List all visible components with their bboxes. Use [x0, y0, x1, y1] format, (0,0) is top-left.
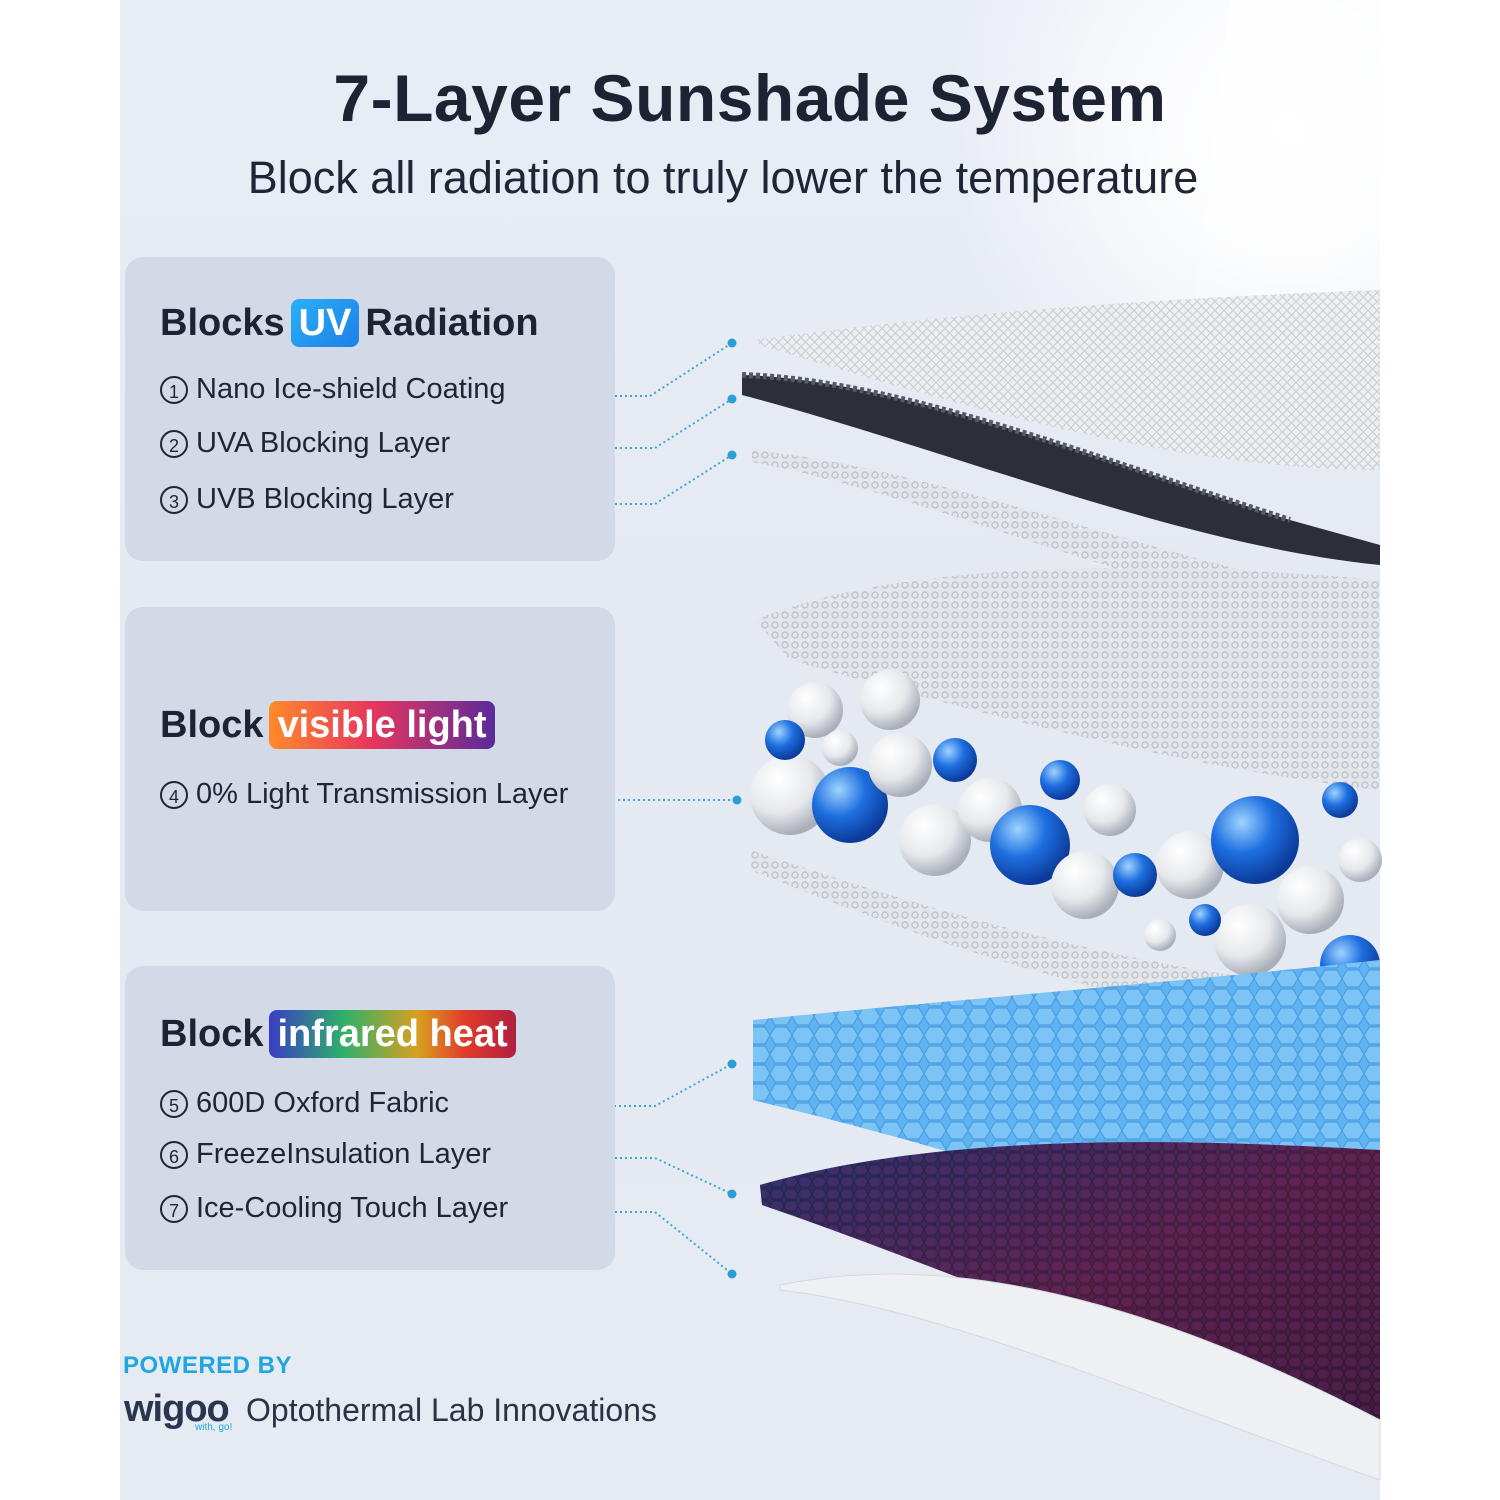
visible-light-chip: visible light — [269, 701, 495, 749]
layer-4-top-mesh — [755, 568, 1380, 790]
layer-1-nano-coating — [755, 290, 1380, 470]
item-label: UVB Blocking Layer — [196, 483, 454, 515]
item-label: UVA Blocking Layer — [196, 427, 451, 459]
item-label: Nano Ice-shield Coating — [196, 373, 506, 405]
number-badge: 2 — [160, 429, 188, 458]
panel-uv-radiation: Blocks UV Radiation 1 Nano Ice-shield Co… — [125, 257, 615, 561]
heading-prefix: Blocks — [160, 301, 285, 344]
list-item: 7 Ice-Cooling Touch Layer — [160, 1192, 508, 1225]
list-item: 2 UVA Blocking Layer — [160, 427, 450, 460]
powered-by-label: POWERED BY — [123, 1352, 293, 1379]
panel-uv-heading: Blocks UV Radiation — [160, 299, 539, 347]
list-item: 6 FreezeInsulation Layer — [160, 1138, 491, 1171]
leader-dots — [727, 338, 742, 1279]
heading-prefix: Block — [160, 1012, 264, 1055]
layer-7-ice-cooling — [779, 1273, 1381, 1481]
heading-prefix: Block — [160, 703, 264, 746]
panel-infrared-heading: Block infrared heat — [160, 1010, 522, 1058]
list-item: 5 600D Oxford Fabric — [160, 1087, 449, 1120]
page-title: 7-Layer Sunshade System — [333, 61, 1167, 135]
item-label: 600D Oxford Fabric — [196, 1087, 450, 1119]
number-badge: 7 — [160, 1194, 188, 1223]
uv-chip: UV — [290, 299, 360, 347]
item-label: 0% Light Transmission Layer — [196, 778, 569, 810]
layer-2-uva — [742, 375, 1380, 565]
panel-visible-heading: Block visible light — [160, 701, 501, 749]
number-badge: 3 — [160, 485, 188, 514]
page-subtitle: Block all radiation to truly lower the t… — [247, 152, 1199, 203]
number-badge: 5 — [160, 1089, 188, 1118]
brand-logo: wigoo — [124, 1388, 230, 1430]
number-badge: 6 — [160, 1140, 188, 1169]
list-item: 1 Nano Ice-shield Coating — [160, 373, 506, 406]
list-item: 3 UVB Blocking Layer — [160, 483, 454, 516]
number-badge: 1 — [160, 375, 188, 404]
panel-infrared-heat: Block infrared heat 5 600D Oxford Fabric… — [125, 966, 615, 1270]
infrared-heat-chip: infrared heat — [269, 1010, 516, 1058]
light-blocking-beads — [750, 670, 1382, 995]
lab-name: Optothermal Lab Innovations — [246, 1392, 657, 1428]
heading-suffix: Radiation — [365, 301, 539, 344]
panel-visible-light: Block visible light 4 0% Light Transmiss… — [125, 607, 615, 911]
item-label: Ice-Cooling Touch Layer — [196, 1192, 509, 1224]
list-item: 4 0% Light Transmission Layer — [160, 778, 568, 811]
brand-tagline: with, go! — [195, 1422, 233, 1433]
number-badge: 4 — [160, 780, 188, 809]
item-label: FreezeInsulation Layer — [196, 1138, 491, 1170]
